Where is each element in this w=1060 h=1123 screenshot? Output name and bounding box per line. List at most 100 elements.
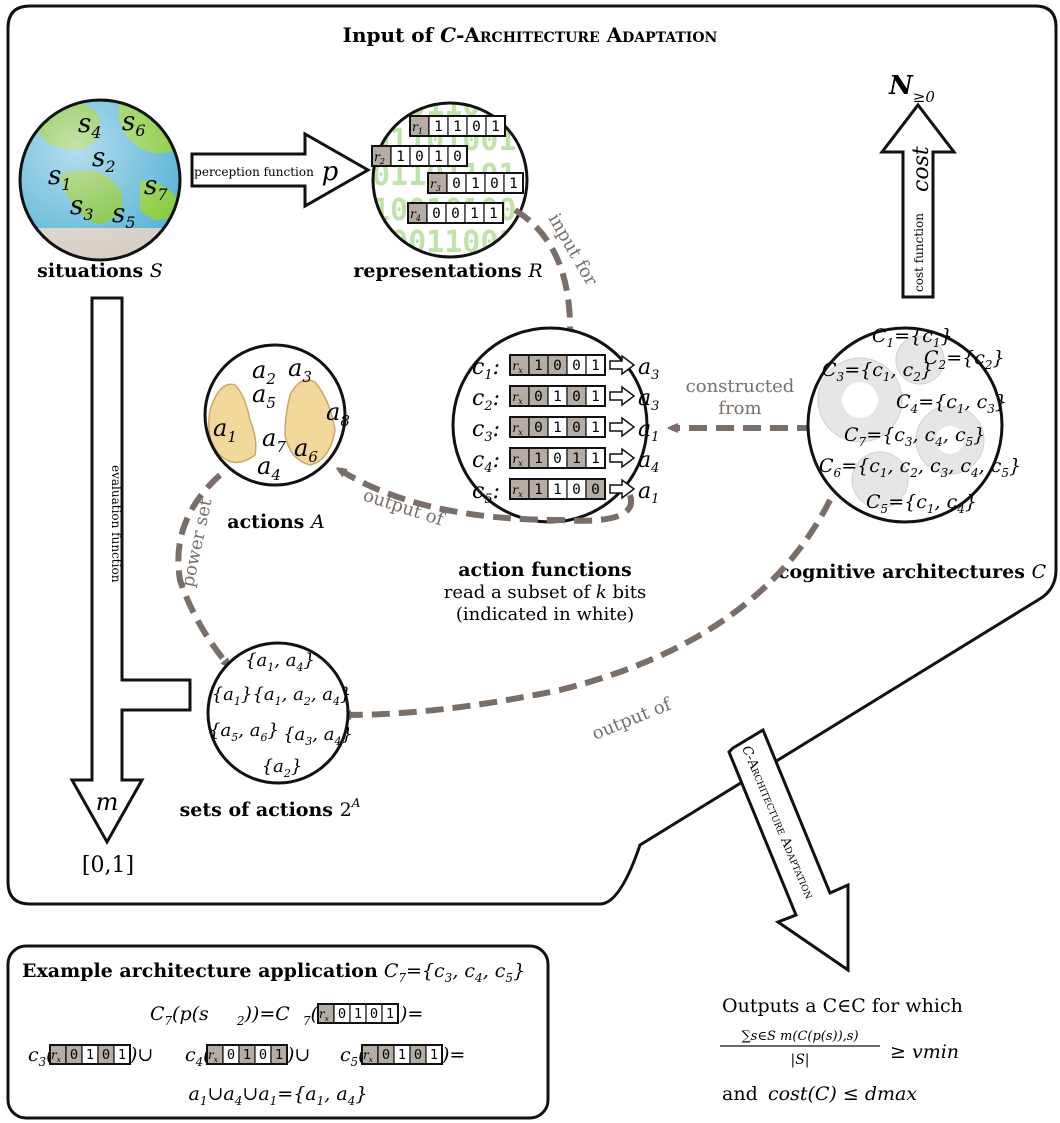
bit: 0 (453, 149, 462, 165)
action-function-output-c4: a4 (638, 448, 659, 476)
bit: 1 (534, 358, 543, 374)
power-set-label: power set (177, 496, 216, 589)
outputs-block: Outputs a C∈C for which ∑s∈S m(C(p(s)),s… (720, 995, 963, 1105)
evaluation-symbol: m (96, 788, 119, 816)
maps-to-arrow (609, 385, 636, 407)
bit: 1 (572, 451, 581, 467)
cost-label: cost function (912, 213, 926, 292)
maps-to-arrow (609, 354, 636, 376)
outputs-line1: Outputs a C∈C for which (722, 995, 963, 1017)
situation-s3: s3 (70, 191, 94, 224)
bit: 1 (591, 389, 600, 405)
bit: 1 (386, 1006, 394, 1022)
example-math: 7( (303, 1003, 319, 1028)
bit: 0 (472, 119, 481, 135)
input-for-arrow (513, 207, 570, 335)
evaluation-label: evaluation function (109, 465, 123, 583)
bit: 1 (275, 1047, 283, 1063)
outputs-numerator: ∑s∈S m(C(p(s)),s) (741, 1029, 858, 1044)
bit: 1 (453, 119, 462, 135)
power-set-arrow (175, 472, 228, 665)
action-a7: a7 (262, 424, 286, 456)
bit: 0 (338, 1006, 346, 1022)
sets-of-actions-label: sets of actions 2A (180, 796, 361, 821)
register-tag: rx (51, 1048, 62, 1064)
action-functions-label: action functions (458, 559, 632, 581)
input-panel-title: Input of C-Architecture Adaptation (343, 23, 718, 47)
architecture-C6: C6={c1, c2, c3, c4, c5} (819, 455, 1021, 480)
output-of-sets-arrow (345, 498, 833, 715)
cost-codomain: N≥0 (888, 71, 935, 106)
outputs-denominator: |S| (790, 1052, 809, 1068)
action-functions-desc-2: (indicated in white) (456, 604, 634, 625)
example-rows: C7(p(s2))=C7(rx0101)=c3(rx0101)∪c4(rx010… (28, 1003, 465, 1069)
bit: 1 (430, 1047, 438, 1063)
register-tag: r1 (412, 119, 423, 136)
output-of-label-2: output of (589, 693, 675, 744)
evaluation-arrow (69, 296, 192, 846)
bit: 1 (489, 206, 498, 222)
action-function-output-c1: a3 (638, 355, 659, 383)
bit: 1 (553, 482, 562, 498)
representations-label: representations R (353, 260, 542, 282)
architecture-C2: C2={c2} (924, 347, 1005, 372)
architectures-label: cognitive architectures C (778, 561, 1047, 583)
bit: 0 (572, 420, 581, 436)
action-a3: a3 (288, 354, 312, 386)
register-tag: r3 (430, 176, 441, 193)
bit: 1 (86, 1047, 94, 1063)
maps-to-arrow (609, 447, 636, 469)
situation-s2: s2 (92, 143, 116, 176)
situation-s7: s7 (144, 171, 168, 204)
actions-label: actions A (227, 511, 324, 533)
situation-s4: s4 (78, 109, 102, 142)
outputs-line3b: cost(C) ≤ dmax (768, 1083, 917, 1105)
bit: 0 (553, 451, 562, 467)
example-title: Example architecture application C7={c3,… (22, 960, 525, 985)
bit: 0 (70, 1047, 78, 1063)
situations-items: s4 s6 s2 s1 s7 s3 s5 (48, 107, 168, 232)
bit: 0 (452, 176, 461, 192)
bit: 0 (572, 482, 581, 498)
architecture-C7: C7={c3, c4, c5} (844, 424, 985, 449)
example-text: )∪ (129, 1044, 153, 1066)
bit: 0 (102, 1047, 110, 1063)
bit: 1 (118, 1047, 126, 1063)
action-function-output-c3: a1 (638, 417, 659, 445)
maps-to-arrow (609, 478, 636, 500)
outputs-line3a: and (722, 1083, 758, 1105)
architectures-circle (806, 326, 1004, 524)
bit: 1 (591, 420, 600, 436)
architecture-items: C1={c1} C2={c2} C3={c1, c2} C4={c1, c3} … (819, 325, 1021, 516)
register-tag: rx (363, 1048, 374, 1064)
bit: 1 (509, 176, 518, 192)
sets-of-actions-circle (206, 641, 350, 785)
example-line4: a1∪a4∪a1={a1, a4} (189, 1083, 368, 1108)
bit: 1 (553, 420, 562, 436)
set-a1-a4: {a1, a4} (245, 650, 315, 674)
action-a6: a6 (294, 434, 318, 466)
adaptation-arrow (727, 727, 850, 973)
register-tag: rx (208, 1048, 219, 1064)
bit: 0 (259, 1047, 267, 1063)
bit: 0 (432, 206, 441, 222)
action-a2: a2 (252, 356, 276, 388)
register-tag: r4 (410, 206, 421, 223)
action-a8: a8 (326, 398, 350, 430)
bit: 1 (471, 176, 480, 192)
perception-arrow (190, 131, 372, 209)
architecture-C1: C1={c1} (872, 325, 953, 350)
example-text: )= (441, 1044, 465, 1066)
cost-arrow (878, 102, 958, 299)
register-tag: rx (512, 451, 523, 468)
bit: 1 (553, 389, 562, 405)
bit: 0 (534, 420, 543, 436)
action-functions-desc: read a subset of k bits (444, 582, 647, 603)
bit: 1 (534, 482, 543, 498)
register-tag: rx (319, 1007, 330, 1023)
example-box (6, 944, 550, 1120)
